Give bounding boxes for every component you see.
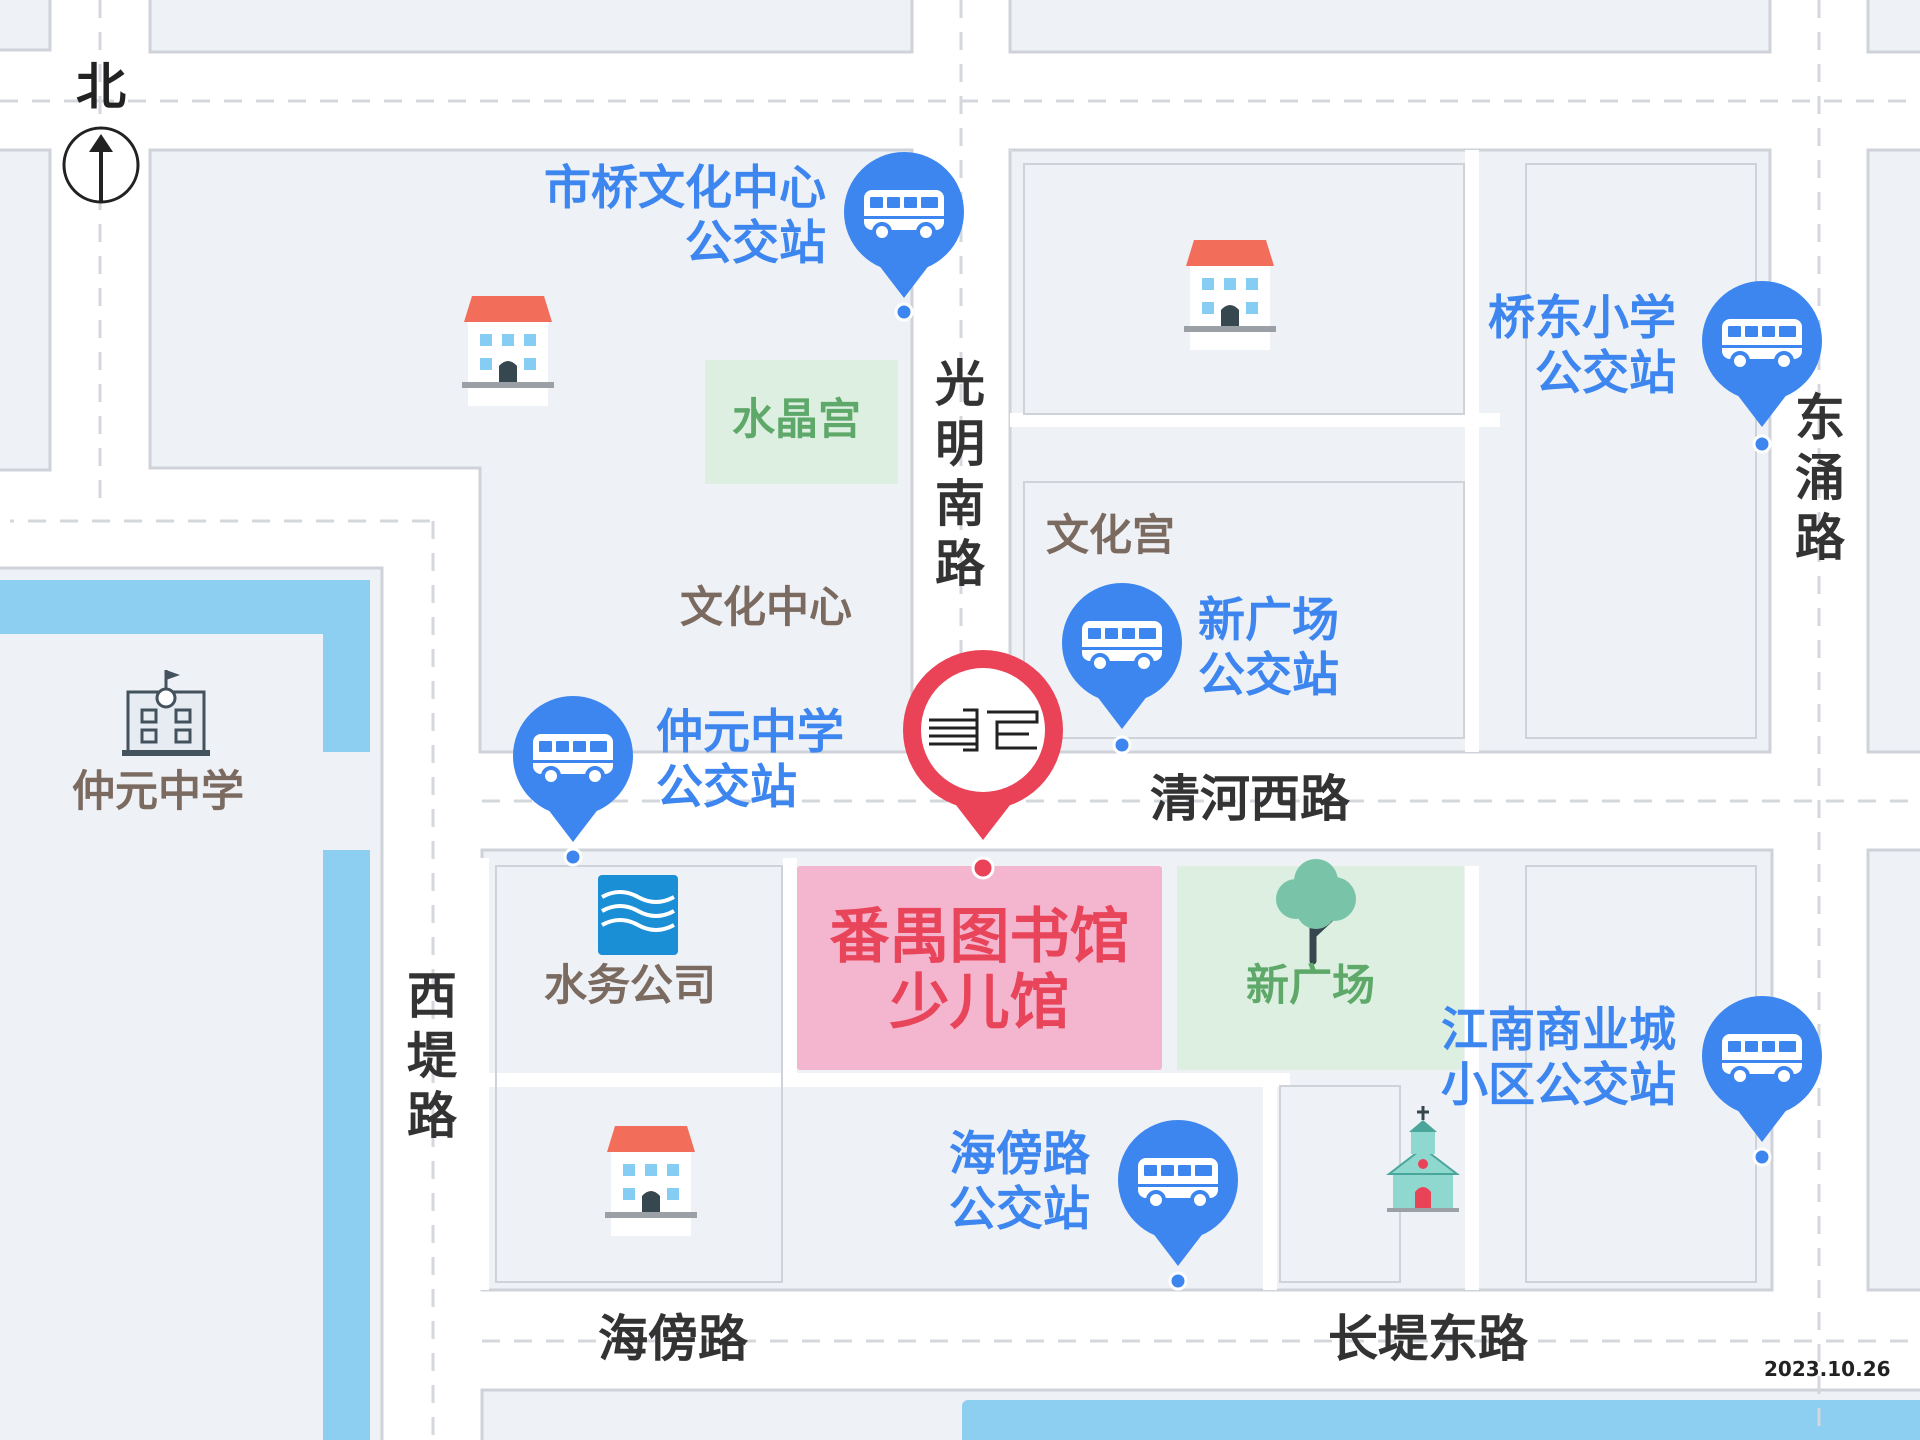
bus-stop-label-zhongyuan[interactable]: 仲元中学 公交站 [656,705,844,815]
library-block [797,866,1162,1070]
block-pads [1010,150,1011,151]
bus-stop-label-line: 公交站 [949,1181,1090,1237]
bus-stop-label-jiangnan[interactable]: 江南商业城 小区公交站 [1380,1003,1676,1113]
bus-stop-pin-qiaodong[interactable] [1702,281,1822,427]
bus-stop-label-qiaodong[interactable]: 桥东小学 公交站 [1420,291,1676,401]
library-logo-icon [929,708,1039,752]
school-icon [122,670,210,756]
bus-stop-label-line: 海傍路 [949,1127,1090,1182]
place-label-wenhuazhongxin: 文化中心 [680,583,852,633]
place-label-shuiwu: 水务公司 [544,961,716,1011]
bus-stop-pin-zhongyuan[interactable] [513,696,633,842]
road-label-guangming: 光明南路 [935,355,985,593]
tree-icon [1276,859,1356,965]
stop-dot [1752,434,1772,454]
bus-stop-pin-haibang[interactable] [1118,1120,1238,1266]
bus-stop-label-line: 江南商业城 [1441,1003,1676,1058]
road-label-dongyong: 东涌路 [1795,389,1845,567]
bus-stop-pin-shiqiao[interactable] [844,152,964,298]
stop-dot [1752,1147,1772,1167]
place-label-zhongyuan-school: 仲元中学 [72,767,244,817]
river [0,580,1920,1440]
north-label: 北 [76,58,126,116]
stop-dot [1112,735,1132,755]
stop-dot [563,847,583,867]
inner-roads [475,150,1500,1290]
place-label-wenhuagong: 文化宫 [1046,511,1175,561]
place-label-shuijinggong: 水晶宫 [732,395,861,445]
shuijinggong-park [705,360,898,484]
bus-stop-label-line: 仲元中学 [656,705,844,760]
house-icon [1184,240,1276,350]
road-label-haibang: 海傍路 [598,1310,748,1368]
road-label-xiti: 西堤路 [407,967,457,1145]
map-date: 2023.10.26 [1764,1357,1891,1381]
road-label-changti: 长堤东路 [1328,1310,1528,1368]
place-label-xinguangchang-park: 新广场 [1246,961,1375,1011]
north-arrow-icon [62,126,140,204]
stop-dot [894,302,914,322]
bus-stop-pins [513,152,1822,1291]
bus-stop-label-line: 小区公交站 [1441,1057,1676,1113]
library-label[interactable]: 番禺图书馆 少儿馆 [797,904,1162,1036]
bus-stop-label-line: 公交站 [656,759,797,815]
stop-dot [1168,1271,1188,1291]
bus-stop-label-shiqiao[interactable]: 市桥文化中心 公交站 [470,161,826,271]
library-dot [971,856,995,880]
house-icon [605,1126,697,1236]
house-icon [462,296,554,406]
bus-stop-label-xinguangchang[interactable]: 新广场 公交站 [1198,593,1339,703]
water-company-icon [598,875,678,955]
library-label-line: 番禺图书馆 [829,902,1130,972]
bus-stop-label-haibang[interactable]: 海傍路 公交站 [850,1127,1090,1237]
bus-stop-pin-jiangnan[interactable] [1702,996,1822,1142]
bus-stop-label-line: 新广场 [1198,593,1339,648]
library-pin[interactable] [903,650,1063,840]
bus-stop-label-line: 公交站 [1198,647,1339,703]
bus-stop-label-line: 桥东小学 [1488,291,1676,346]
church-icon [1386,1106,1460,1212]
bus-stop-label-line: 公交站 [1535,345,1676,401]
bus-stop-label-line: 公交站 [685,215,826,271]
bus-stop-pin-xinguangchang[interactable] [1062,583,1182,729]
bus-stop-label-line: 市桥文化中心 [544,161,826,216]
library-label-line: 少儿馆 [889,968,1070,1038]
road-label-qinghe: 清河西路 [1150,770,1350,828]
